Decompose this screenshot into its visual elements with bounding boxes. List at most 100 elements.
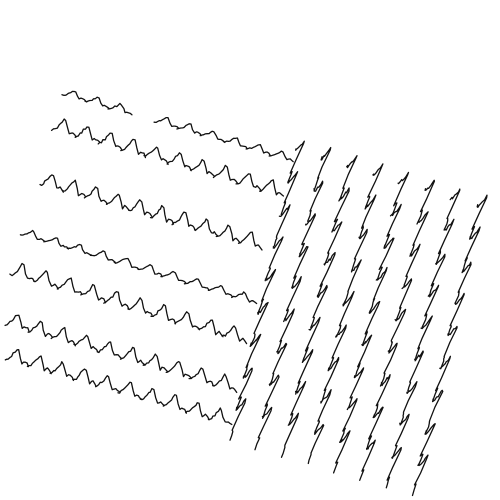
wave-stroke bbox=[189, 158, 215, 177]
spike-stroke bbox=[383, 203, 402, 249]
spike-stroke bbox=[321, 356, 340, 401]
wave-stroke bbox=[50, 326, 76, 347]
spike-stroke bbox=[331, 187, 350, 233]
spike-stroke bbox=[429, 253, 446, 295]
wave-stroke bbox=[188, 367, 214, 387]
wave-stroke bbox=[127, 297, 153, 316]
wave-stroke bbox=[49, 361, 75, 382]
wave-stroke bbox=[268, 150, 294, 163]
spike-stroke bbox=[403, 243, 421, 286]
spike-stroke bbox=[376, 237, 395, 281]
spike-stroke bbox=[273, 204, 291, 247]
wave-stroke bbox=[84, 96, 110, 110]
wave-stroke bbox=[113, 257, 140, 270]
wave-stroke bbox=[197, 319, 224, 338]
spike-stroke bbox=[409, 211, 429, 257]
wave-stroke bbox=[153, 116, 180, 129]
spike-stroke bbox=[415, 315, 433, 359]
spike-stroke bbox=[411, 454, 429, 497]
spike-stroke bbox=[257, 268, 277, 314]
wave-stroke bbox=[237, 231, 263, 251]
spike-stroke bbox=[407, 350, 424, 392]
wave-stroke bbox=[97, 132, 123, 151]
spike-stroke bbox=[447, 292, 465, 337]
spike-stroke bbox=[359, 194, 377, 239]
wave-stroke bbox=[19, 229, 46, 243]
spike-stroke bbox=[229, 398, 247, 441]
wave-stroke bbox=[142, 353, 169, 373]
wave-stroke bbox=[231, 291, 258, 305]
spike-stroke bbox=[276, 308, 295, 352]
spike-stroke bbox=[299, 213, 316, 255]
wave-stroke bbox=[94, 375, 120, 393]
spike-stroke bbox=[342, 259, 362, 306]
spike-stroke bbox=[418, 423, 436, 465]
spike-stroke bbox=[310, 284, 328, 329]
wave-stroke bbox=[43, 237, 69, 250]
wave-stroke bbox=[185, 402, 210, 421]
spike-stroke bbox=[262, 374, 280, 418]
wave-stroke bbox=[61, 90, 88, 103]
wave-stroke bbox=[83, 186, 108, 205]
spike-stroke bbox=[400, 381, 418, 424]
wave-stroke bbox=[215, 224, 241, 244]
wave-stroke bbox=[120, 138, 147, 159]
spike-stroke bbox=[332, 430, 351, 474]
wave-stroke bbox=[258, 179, 285, 197]
wave-stroke bbox=[39, 174, 64, 193]
wave-stroke bbox=[117, 381, 143, 401]
spike-stroke bbox=[443, 188, 461, 231]
wave-stroke bbox=[105, 193, 130, 211]
spike-stroke bbox=[431, 355, 452, 403]
spike-stroke bbox=[323, 221, 343, 266]
wave-stroke bbox=[212, 373, 238, 394]
spike-stroke bbox=[361, 300, 381, 347]
spike-stroke bbox=[368, 266, 388, 314]
spike-stroke bbox=[328, 324, 347, 370]
spike-stroke bbox=[280, 171, 299, 216]
spike-stroke bbox=[388, 308, 407, 352]
spike-stroke bbox=[469, 194, 488, 240]
wave-stroke bbox=[143, 146, 169, 166]
wave-stroke bbox=[66, 243, 93, 256]
spike-stroke bbox=[435, 218, 455, 265]
wave-stroke bbox=[4, 349, 30, 368]
spike-stroke bbox=[440, 325, 458, 370]
spike-stroke bbox=[264, 236, 284, 282]
spike-stroke bbox=[395, 278, 413, 320]
spike-stroke bbox=[351, 228, 368, 271]
wave-stroke bbox=[4, 314, 30, 332]
wave-stroke bbox=[61, 179, 87, 198]
spike-stroke bbox=[235, 367, 253, 411]
wave-stroke bbox=[212, 164, 239, 185]
wave-stroke bbox=[162, 394, 188, 414]
spike-stroke bbox=[314, 389, 332, 434]
wave-stroke bbox=[176, 123, 202, 137]
wave-stroke bbox=[56, 277, 83, 295]
wave-stroke bbox=[139, 387, 165, 407]
wave-stroke bbox=[89, 250, 116, 263]
wave-stroke bbox=[160, 270, 187, 284]
wave-stroke bbox=[171, 211, 197, 232]
spike-stroke bbox=[424, 389, 444, 435]
wave-stroke bbox=[96, 341, 123, 360]
wave-stroke bbox=[235, 173, 262, 191]
wave-stroke bbox=[137, 264, 163, 278]
spike-stroke bbox=[364, 163, 384, 208]
spike-stroke bbox=[391, 171, 410, 216]
spike-stroke bbox=[254, 406, 273, 451]
wave-stroke bbox=[183, 278, 210, 291]
wave-stroke bbox=[245, 144, 271, 157]
spike-stroke bbox=[462, 226, 481, 272]
wave-stroke bbox=[166, 152, 192, 172]
spike-stroke bbox=[416, 179, 436, 225]
wave-stroke bbox=[221, 325, 248, 345]
wave-stroke bbox=[222, 137, 248, 150]
wave-stroke bbox=[165, 360, 192, 379]
wave-stroke bbox=[119, 346, 146, 366]
wave-stroke bbox=[27, 320, 54, 339]
spike-stroke bbox=[295, 349, 314, 395]
wave-stroke bbox=[103, 291, 130, 310]
spike-stroke bbox=[379, 342, 398, 387]
